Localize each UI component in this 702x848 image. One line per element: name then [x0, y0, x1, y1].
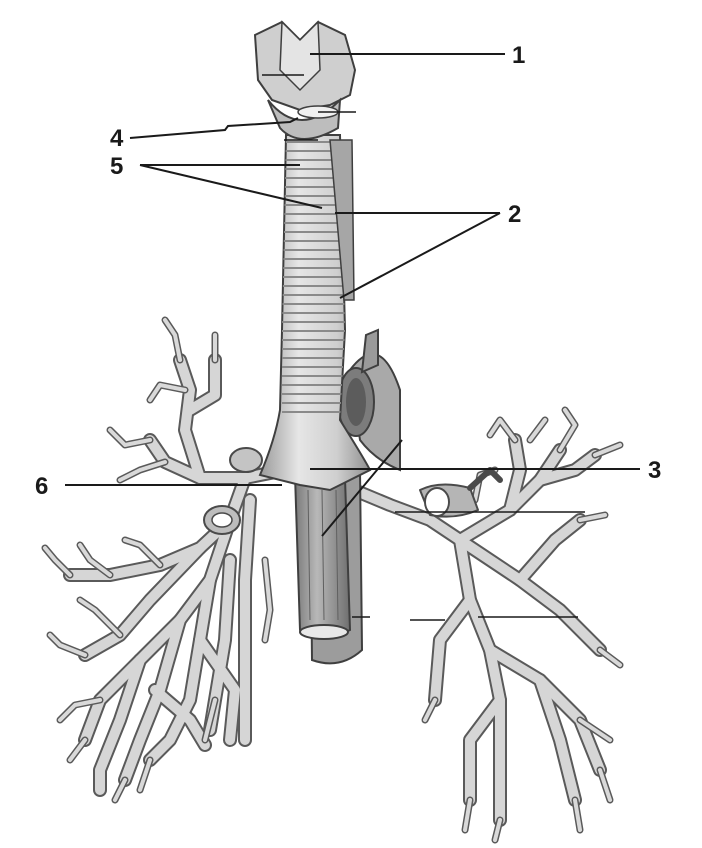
right-bronchial-tree: [41, 316, 292, 804]
leader-lines: [65, 53, 640, 537]
label-4: 4: [110, 125, 124, 152]
aorta: [337, 328, 401, 472]
label-3: 3: [648, 457, 661, 484]
label-5: 5: [110, 153, 123, 180]
leader-line-3b: [321, 439, 403, 537]
label-2: 2: [508, 201, 521, 228]
left-bronchial-tree: [323, 406, 624, 844]
leader-line-4: [129, 117, 299, 139]
leader-line-5b: [139, 164, 323, 209]
label-1: 1: [512, 42, 525, 69]
trachea: [258, 134, 372, 492]
label-6: 6: [35, 473, 48, 500]
label-numbers: 1 2 3 4 5 6: [35, 42, 661, 500]
leader-line-2b: [339, 212, 501, 299]
larynx: [253, 20, 357, 140]
esophagus: [293, 467, 364, 665]
blank-label-ticks: [262, 74, 585, 621]
